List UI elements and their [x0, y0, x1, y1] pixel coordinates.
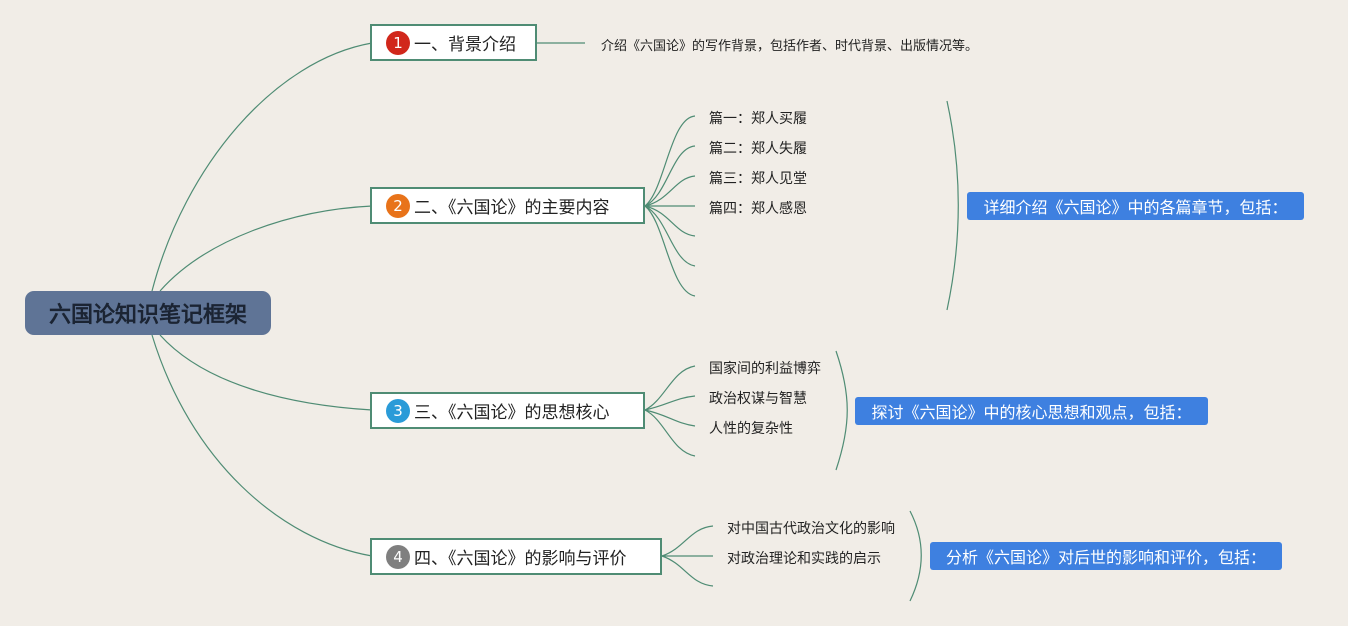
branch-4-bracket — [909, 510, 922, 602]
branch-3-item-1: 国家间的利益博弈 — [709, 361, 821, 377]
root-title: 六国论知识笔记框架 — [48, 303, 247, 328]
branch-2-item-2: 篇二：郑人失履 — [709, 141, 807, 157]
branch-4-node[interactable]: 4 四、《六国论》的影响与评价 — [370, 538, 662, 575]
root-to-branch-1-line — [151, 42, 373, 292]
branch-2-item-4: 篇四：郑人感恩 — [709, 201, 807, 217]
branch-1-node[interactable]: 1 一、背景介绍 — [370, 24, 537, 61]
branch-4-item-1-line — [661, 525, 714, 557]
branch-1-title: 一、背景介绍 — [414, 35, 516, 55]
branch-3-item-1-line — [644, 365, 696, 411]
branch-3-item-3: 人性的复杂性 — [709, 421, 793, 437]
branch-2-item-3-line — [644, 175, 696, 207]
branch-4-title: 四、《六国论》的影响与评价 — [414, 549, 627, 569]
branch-1-note: 介绍《六国论》的写作背景，包括作者、时代背景、出版情况等。 — [601, 39, 979, 54]
number-1-badge-icon: 1 — [386, 30, 410, 55]
branch-3-node[interactable]: 3 三、《六国论》的思想核心 — [370, 392, 645, 429]
number-2-badge-icon: 2 — [386, 193, 410, 218]
branch-2-empty-3-line — [644, 205, 696, 297]
branch-3-title: 三、《六国论》的思想核心 — [414, 403, 610, 423]
branch-3-item-2: 政治权谋与智慧 — [709, 391, 807, 407]
branch-4-empty-line — [661, 555, 714, 587]
root-to-branch-3-line — [159, 334, 373, 411]
branch-2-item-1: 篇一：郑人买履 — [709, 111, 807, 127]
branch-3-item-2-line — [644, 395, 696, 411]
number-3-badge-icon: 3 — [386, 398, 410, 423]
branch-4-item-1: 对中国古代政治文化的影响 — [727, 521, 895, 537]
branch-3-empty-line — [644, 409, 696, 457]
branch-2-summary[interactable]: 详细介绍《六国论》中的各篇章节，包括： — [967, 192, 1304, 220]
branch-2-title: 二、《六国论》的主要内容 — [414, 198, 610, 218]
branch-4-summary[interactable]: 分析《六国论》对后世的影响和评价，包括： — [930, 542, 1282, 570]
root-node[interactable]: 六国论知识笔记框架 — [25, 291, 271, 335]
branch-2-empty-2-line — [644, 205, 696, 267]
branch-2-empty-1-line — [644, 205, 696, 237]
branch-2-item-1-line — [644, 115, 696, 207]
branch-2-bracket — [946, 100, 959, 311]
branch-3-bracket — [835, 350, 848, 471]
root-to-branch-4-line — [151, 334, 373, 557]
root-to-branch-2-line — [159, 205, 373, 292]
branch-3-summary[interactable]: 探讨《六国论》中的核心思想和观点，包括： — [855, 397, 1208, 425]
branch-3-item-3-line — [644, 409, 696, 427]
branch-2-item-2-line — [644, 145, 696, 207]
number-4-badge-icon: 4 — [386, 544, 410, 569]
branch-2-item-3: 篇三：郑人见堂 — [709, 171, 807, 187]
branch-4-item-2: 对政治理论和实践的启示 — [727, 551, 881, 567]
branch-2-node[interactable]: 2 二、《六国论》的主要内容 — [370, 187, 645, 224]
